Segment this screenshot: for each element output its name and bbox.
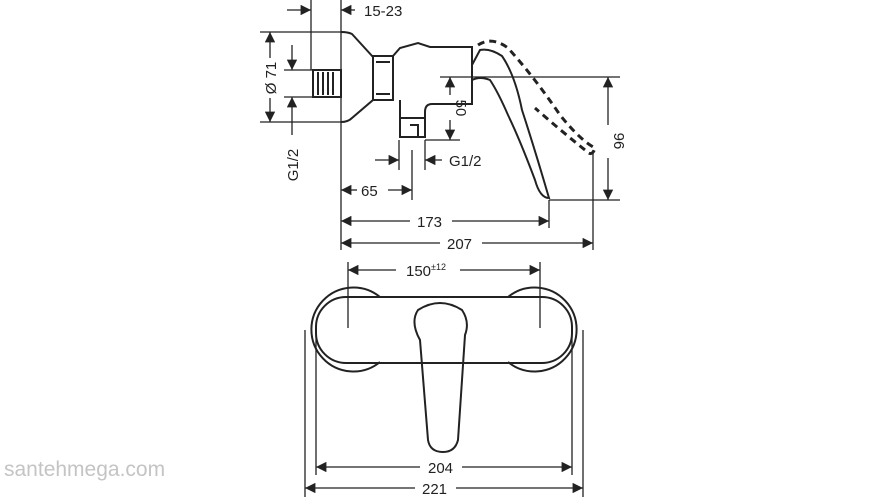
watermark: santehmega.com — [4, 458, 166, 481]
rosette-right — [507, 286, 578, 373]
dim-inlet-thread: G1/2 — [285, 149, 302, 182]
dim-handle-projection: 173 — [417, 214, 442, 231]
dim-wall-depth: 15-23 — [364, 3, 402, 20]
dim-rosette-diameter: Ø 71 — [263, 62, 280, 95]
handle-dashed-position — [477, 39, 597, 155]
wall-flange — [340, 31, 374, 123]
body — [315, 296, 573, 364]
dim-outlet-height: 50 — [452, 100, 469, 117]
dim-total-projection: 207 — [447, 236, 472, 253]
pipe-stub — [312, 69, 342, 98]
dim-total-width: 221 — [422, 481, 447, 498]
valve-body — [392, 41, 473, 119]
dim-total-height: 96 — [610, 133, 627, 150]
front-handle — [413, 302, 468, 454]
handle — [471, 48, 551, 200]
dim-body-width: 204 — [428, 460, 453, 477]
nut — [372, 55, 394, 101]
outlet — [399, 117, 426, 138]
dim-outlet-thread: G1/2 — [449, 153, 482, 170]
dim-outlet-offset: 65 — [361, 183, 378, 200]
dim-centre-distance: 150±12 — [406, 262, 446, 280]
front-view: 150±12 204 221 — [304, 262, 584, 498]
side-view: 15-23 Ø 71 G1/2 50 96 G1/2 65 173 207 — [260, 0, 627, 253]
rosette-left — [310, 286, 381, 373]
